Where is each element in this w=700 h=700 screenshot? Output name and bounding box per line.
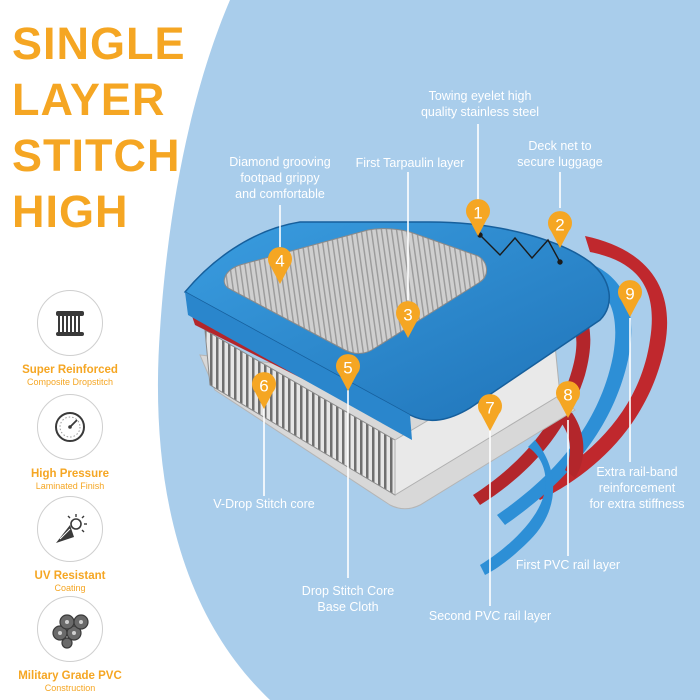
sun-uv-icon — [37, 496, 103, 562]
callout-line: Deck net to — [528, 139, 592, 153]
callout-line: First PVC rail layer — [515, 558, 621, 572]
callout-line: reinforcement — [598, 481, 676, 495]
callout-8-label: First PVC rail layer — [508, 557, 628, 573]
pin-number: 4 — [275, 252, 284, 271]
callout-pin-3: 3 — [396, 301, 420, 338]
pin-number: 9 — [625, 285, 634, 304]
callout-9-label: Extra rail-band reinforcement for extra … — [578, 464, 696, 512]
callout-line: V-Drop Stitch core — [213, 497, 315, 511]
callout-7-label: Second PVC rail layer — [420, 608, 560, 624]
pin-number: 5 — [343, 359, 352, 378]
callout-5-label: Drop Stitch Core Base Cloth — [288, 583, 408, 615]
callout-pin-1: 1 — [466, 199, 490, 236]
feature-title: High Pressure — [31, 468, 109, 480]
feature-subtitle: Construction — [44, 683, 96, 693]
callout-pin-7: 7 — [478, 394, 502, 431]
pvc-rolls-icon — [37, 596, 103, 662]
callout-line: for extra stiffness — [589, 497, 685, 511]
feature-high-pressure: High Pressure Laminated Finish — [0, 394, 140, 491]
pin-number: 1 — [473, 204, 482, 223]
deck-front-edge — [185, 292, 412, 440]
callout-line: Towing eyelet high — [428, 89, 532, 103]
dropstitch-icon — [37, 290, 103, 356]
headline-line: STITCH — [12, 130, 181, 181]
callout-line: quality stainless steel — [420, 105, 540, 119]
callout-line: footpad grippy — [240, 171, 320, 185]
headline-line: HIGH — [12, 186, 129, 237]
feature-title: Super Reinforced — [22, 364, 118, 376]
callout-pin-9: 9 — [618, 280, 642, 317]
callout-4-label: Diamond grooving footpad grippy and comf… — [218, 154, 342, 202]
callout-pin-6: 6 — [252, 372, 276, 409]
pressure-gauge-icon — [37, 394, 103, 460]
callout-2-label: Deck net to secure luggage — [500, 138, 620, 170]
callout-line: secure luggage — [517, 155, 603, 169]
callout-line: Base Cloth — [317, 600, 379, 614]
rail-band-8 — [497, 255, 632, 525]
callout-line: Extra rail-band — [596, 465, 678, 479]
callout-pin-2: 2 — [548, 211, 572, 248]
pin-number: 6 — [259, 377, 268, 396]
callout-pin-4: 4 — [268, 247, 292, 284]
callout-1-label: Towing eyelet high quality stainless ste… — [400, 88, 560, 120]
callout-line: Diamond grooving — [229, 155, 331, 169]
feature-title: Military Grade PVC — [18, 670, 122, 682]
callout-pin-5: 5 — [336, 354, 360, 391]
callout-line: First Tarpaulin layer — [355, 156, 465, 170]
callout-3-label: First Tarpaulin layer — [340, 155, 480, 171]
pin-number: 3 — [403, 306, 412, 325]
feature-subtitle: Coating — [54, 583, 86, 593]
rail-band-9 — [530, 236, 668, 500]
feature-subtitle: Laminated Finish — [35, 481, 105, 491]
feature-military-grade-pvc: Military Grade PVC Construction — [0, 596, 140, 693]
pin-number: 8 — [563, 386, 572, 405]
headline: SINGLE LAYER STITCH HIGH — [12, 16, 186, 240]
headline-line: SINGLE — [12, 18, 186, 69]
callout-line: and comfortable — [235, 187, 325, 201]
callout-pin-8: 8 — [556, 381, 580, 418]
feature-super-reinforced: Super Reinforced Composite Dropstitch — [0, 290, 140, 387]
feature-uv-resistant: UV Resistant Coating — [0, 496, 140, 593]
pin-number: 2 — [555, 216, 564, 235]
feature-subtitle: Composite Dropstitch — [26, 377, 114, 387]
rail-band-lower — [480, 440, 554, 575]
callout-6-label: V-Drop Stitch core — [198, 496, 330, 512]
callout-line: Drop Stitch Core — [301, 584, 395, 598]
callout-line: Second PVC rail layer — [428, 609, 552, 623]
pin-number: 7 — [485, 399, 494, 418]
feature-title: UV Resistant — [34, 570, 106, 582]
headline-line: LAYER — [12, 74, 166, 125]
